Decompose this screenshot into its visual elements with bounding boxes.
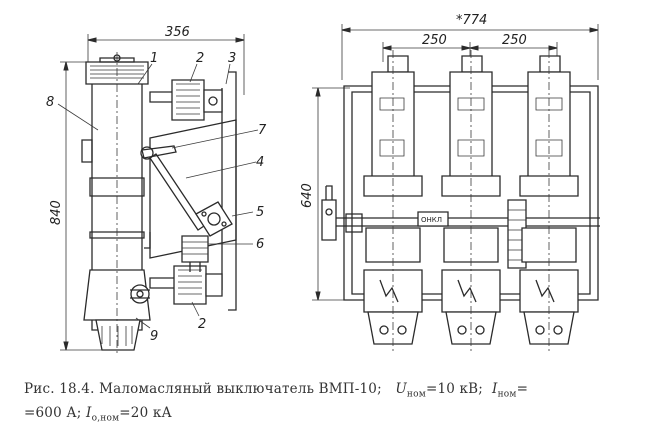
front-view: *774 250 250 640 ОНКЛ [300, 13, 600, 352]
side-view: 356 840 [46, 25, 267, 356]
callout-2-top: 2 [196, 51, 204, 66]
caption-i-subscript: ном [497, 389, 517, 400]
caption-io-subscript: о,ном [91, 413, 120, 424]
callout-1: 1 [150, 51, 158, 66]
caption-line2-start: =600 А; [24, 404, 82, 421]
caption-u-symbol: U [395, 381, 407, 397]
pole-left [363, 50, 423, 352]
caption-line-2: =600 А; Iо,ном=20 кА [24, 404, 644, 428]
dim-side-width: 356 [165, 25, 190, 40]
callout-3: 3 [228, 51, 236, 66]
caption-i-value: = [516, 381, 529, 397]
callout-2-bottom: 2 [198, 317, 206, 332]
caption-line-1: Рис. 18.4. Маломасляный выключатель ВМП-… [24, 380, 644, 404]
caption-io-symbol: I [86, 404, 92, 421]
caption-prefix: Рис. 18.4. Маломасляный выключатель ВМП-… [24, 381, 382, 397]
pole-right [519, 50, 579, 352]
caption-u-subscript: ном [406, 389, 426, 400]
dim-front-spacing-left: 250 [422, 33, 447, 48]
callout-6: 6 [256, 237, 264, 252]
callout-9: 9 [150, 329, 158, 344]
callout-4: 4 [256, 155, 264, 170]
callout-8: 8 [46, 95, 54, 110]
onkl-plate-label: ОНКЛ [421, 216, 442, 224]
callout-7: 7 [258, 123, 267, 138]
caption-u-value: =10 кВ; [425, 381, 484, 397]
callout-5: 5 [256, 205, 264, 220]
figure-caption: Рис. 18.4. Маломасляный выключатель ВМП-… [24, 380, 644, 427]
dim-side-height: 840 [49, 200, 64, 225]
caption-io-value: =20 кА [119, 404, 172, 421]
pole-center [441, 50, 501, 352]
dim-front-width: *774 [456, 13, 487, 28]
caption-i-symbol: I [492, 381, 498, 397]
dim-front-height: 640 [300, 183, 315, 208]
dim-front-spacing-right: 250 [502, 33, 527, 48]
